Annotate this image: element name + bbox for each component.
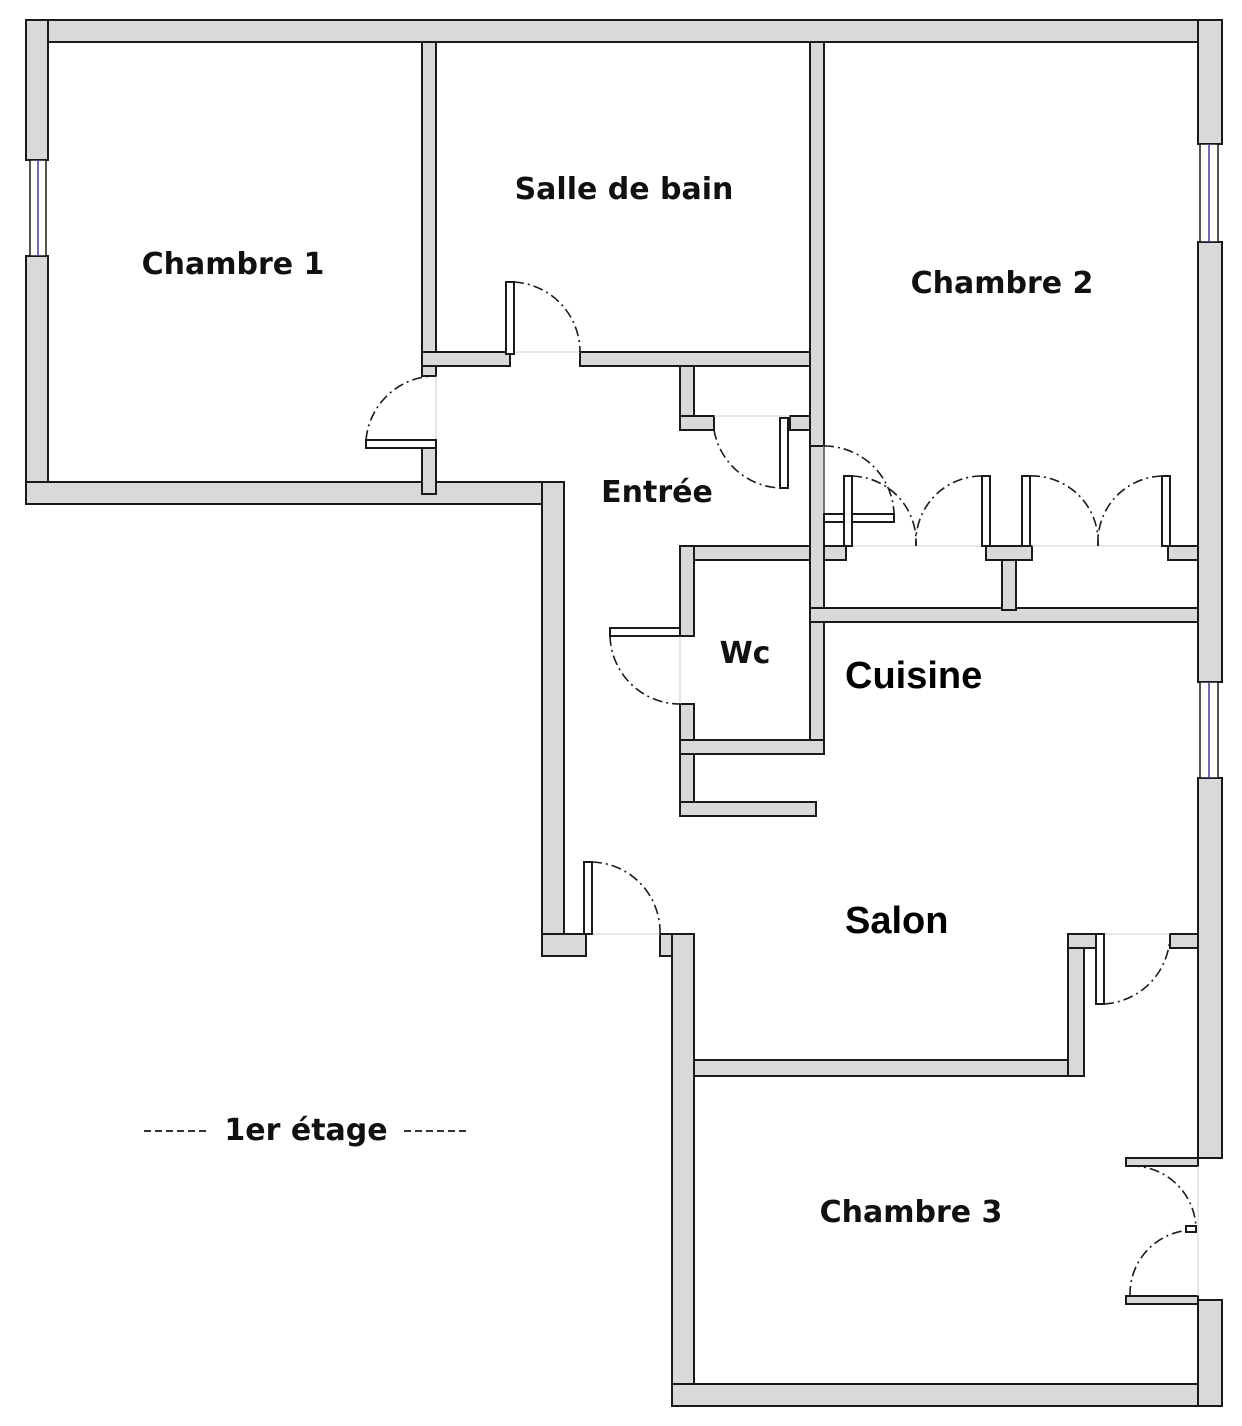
wardrobe-doors-chambre-3: [1129, 1165, 1199, 1297]
door-chambre-1: [365, 375, 437, 449]
room-label-chambre-1: Chambre 1: [142, 247, 325, 282]
window-chambre-2: [1199, 143, 1219, 243]
door-wc: [609, 627, 681, 705]
room-label-cuisine: Cuisine: [845, 655, 982, 697]
door-salon-droite: [1095, 933, 1171, 1005]
interior-walls: [421, 41, 1199, 1305]
window-cuisine: [1199, 681, 1219, 779]
room-label-entree: Entrée: [601, 475, 713, 510]
door-chambre-2: [823, 445, 895, 523]
room-label-salon: Salon: [845, 900, 948, 942]
room-label-chambre-3: Chambre 3: [820, 1195, 1003, 1230]
door-placard-entree: [713, 415, 790, 489]
window-chambre-1: [29, 159, 47, 257]
door-salon: [583, 861, 661, 935]
door-salle-de-bain: [505, 281, 581, 355]
room-label-salle-de-bain: Salle de bain: [515, 172, 734, 207]
exterior-walls: [25, 19, 1223, 1407]
wardrobe-doors-chambre-2: [843, 475, 1171, 547]
floor-label-text: 1er étage: [224, 1113, 387, 1148]
floor-label: 1er étage: [144, 1113, 468, 1148]
room-label-chambre-2: Chambre 2: [911, 266, 1094, 301]
room-label-wc: Wc: [720, 636, 771, 671]
